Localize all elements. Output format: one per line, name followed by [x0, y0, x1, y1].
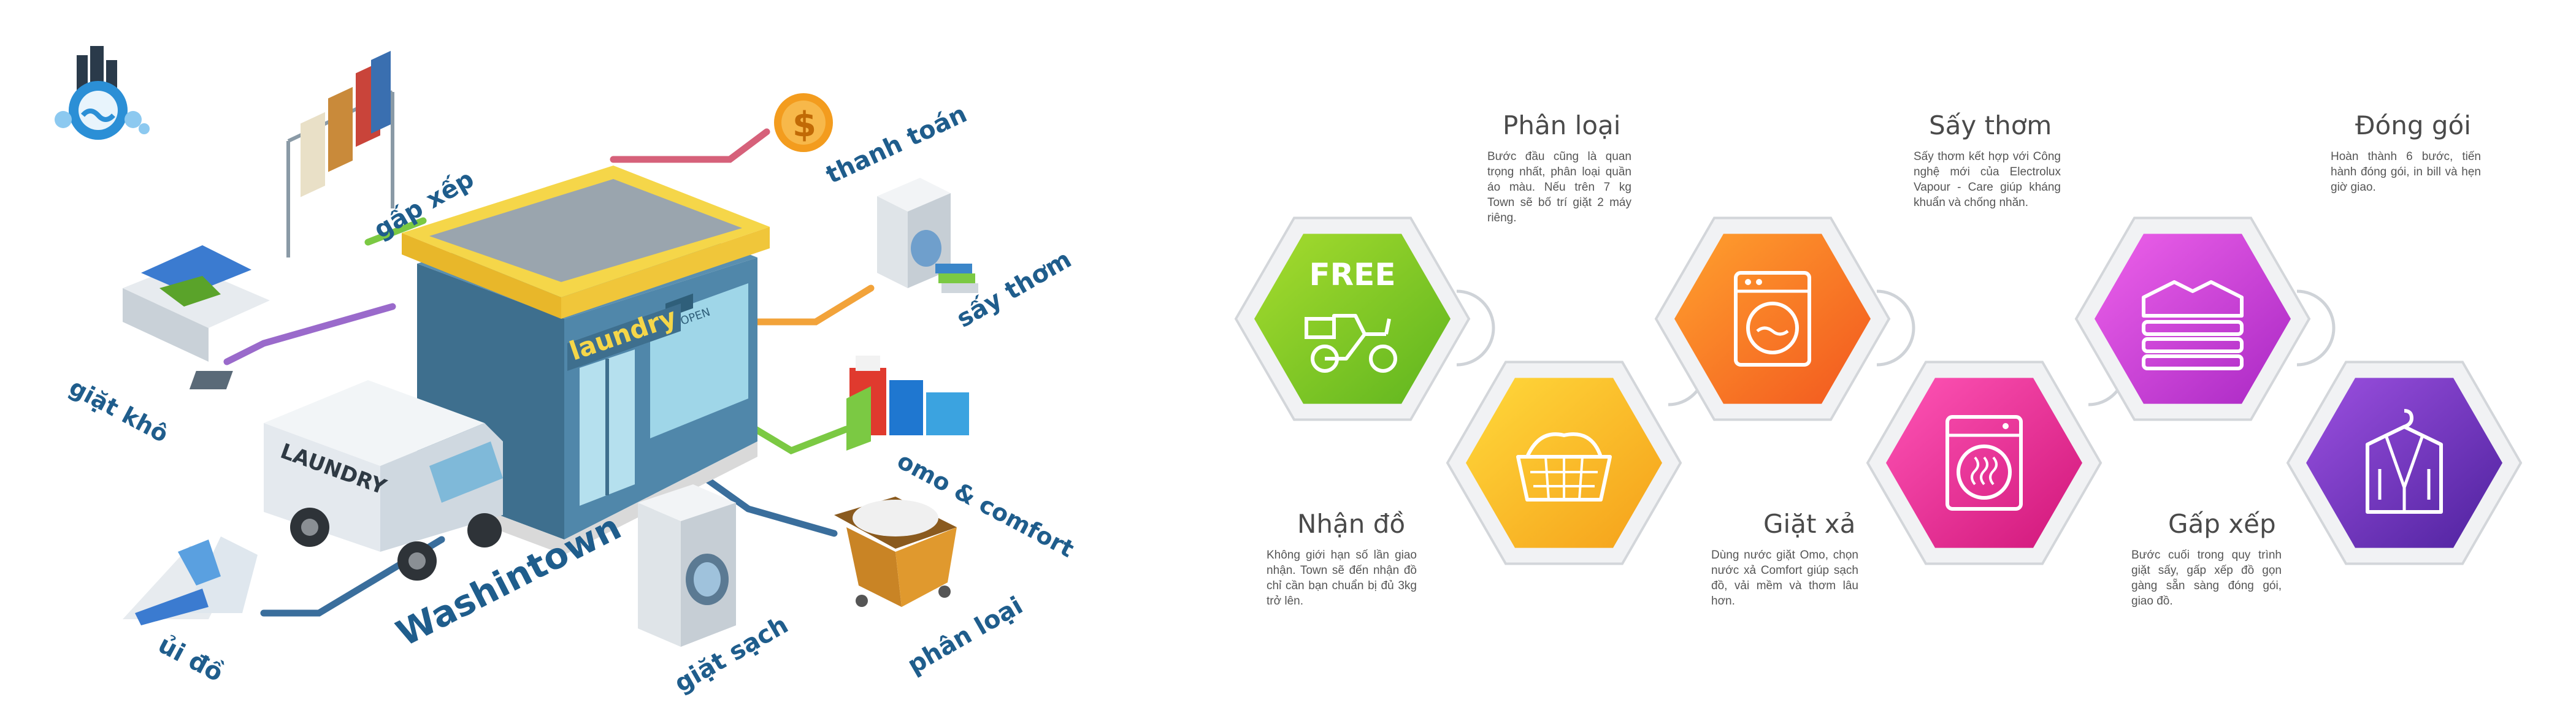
step-1-hexagon: FREE — [1234, 216, 1471, 421]
connector-thanh-toan — [610, 128, 770, 163]
free-badge: FREE — [1309, 257, 1396, 292]
label-phan-loai: phân loại — [903, 592, 1027, 680]
step-6-title: Đóng gói — [2355, 110, 2471, 140]
label-ui-do: ủi đồ — [153, 630, 228, 687]
washing-machine — [638, 484, 736, 647]
coin-icon: $ — [774, 93, 833, 152]
step-4-desc: Sấy thơm kết hợp với Công nghệ mới của E… — [1914, 150, 2061, 209]
label-giat-kho: giặt khô — [65, 373, 173, 448]
steam-irons — [123, 536, 258, 625]
step-3-desc: Dùng nước giặt Omo, chọn nước xả Comfort… — [1711, 549, 1858, 608]
delivery-scooter-icon — [1305, 314, 1397, 373]
step-1-title: Nhận đồ — [1297, 509, 1406, 539]
step-4-hexagon — [1866, 360, 2103, 565]
laundry-basket — [834, 497, 957, 607]
connector-gap-xep — [364, 217, 427, 246]
step-3-hexagon — [1654, 216, 1891, 421]
hexagon-chain: FREE — [1234, 216, 2523, 565]
connector-omo — [742, 419, 850, 455]
washing-machine-icon — [1734, 271, 1811, 367]
connector-say-thom — [754, 284, 875, 326]
step-1-desc: Không giới hạn số lần giao nhận. Town sẽ… — [1267, 549, 1417, 608]
laundry-basket-icon — [1516, 432, 1612, 502]
detergent-bottles — [846, 356, 969, 451]
step-6-hexagon — [2286, 360, 2523, 565]
label-thanh-toan: thanh toán — [822, 100, 972, 189]
step-4-title: Sấy thơm — [1929, 110, 2052, 140]
step-2-desc: Bước đầu cũng là quan trọng nhất, phân l… — [1487, 150, 1631, 224]
washintown-logo — [55, 46, 150, 140]
step-6-desc: Hoàn thành 6 bước, tiến hành đóng gói, i… — [2331, 150, 2481, 194]
laundry-van: LAUNDRY — [189, 371, 503, 581]
step-5-title: Gấp xếp — [2168, 509, 2276, 539]
dryer-icon — [1945, 415, 2023, 511]
step-5-hexagon — [2074, 216, 2311, 421]
step-2-title: Phân loại — [1503, 110, 1621, 140]
process-steps: FREE Nhận đồ Không giới hạn số lần giao … — [1214, 0, 2576, 721]
laundry-illustration: laundry OPEN LAUNDRY $ — [55, 46, 1078, 698]
step-3-title: Giặt xả — [1763, 509, 1856, 539]
step-2-hexagon — [1446, 360, 1682, 565]
ironing-press — [123, 245, 270, 362]
connector-giat-kho — [223, 303, 396, 365]
folded-clothes-icon — [2142, 280, 2244, 370]
svg-text:$: $ — [792, 105, 816, 145]
clothes-rack — [286, 50, 394, 258]
garment-bag-icon — [2366, 409, 2443, 514]
dryer-machine — [877, 178, 978, 293]
step-5-desc: Bước cuối trong quy trình giặt sấy, gấp … — [2131, 549, 2282, 608]
